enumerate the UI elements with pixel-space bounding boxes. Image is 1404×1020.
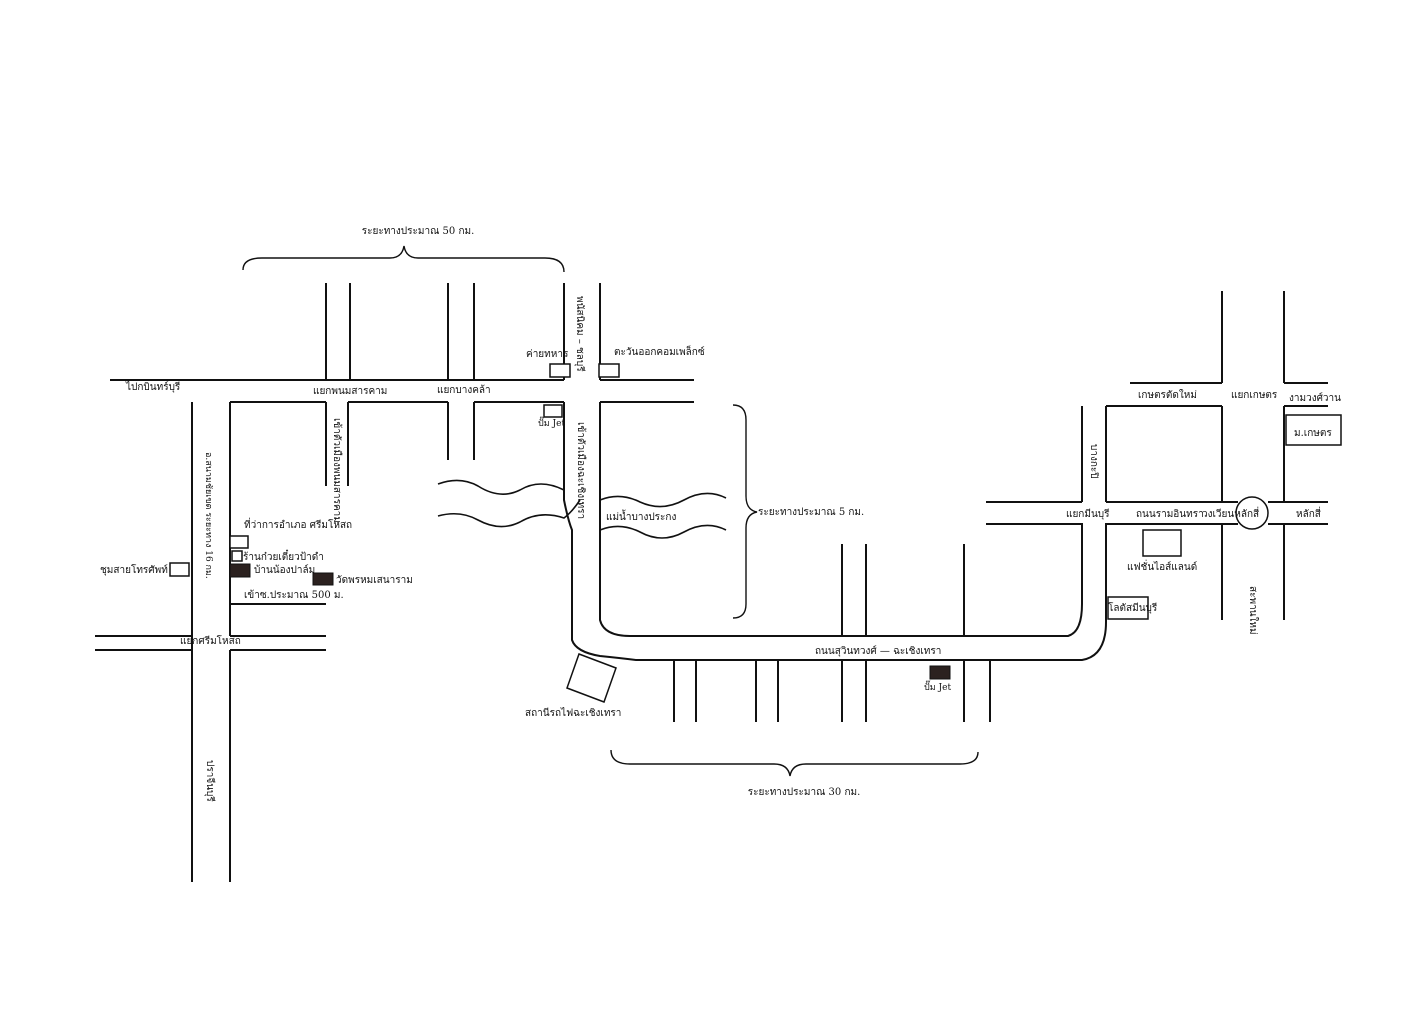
label-army-camp: ค่ายทหาร <box>526 349 569 360</box>
chum-sai-marker <box>169 562 190 577</box>
label-lotus-min-buri: โลตัสมีนบุรี <box>1108 601 1158 614</box>
label-kaset-tat-mai: เกษตรตัดใหม่ <box>1138 389 1197 401</box>
label-baan-nong-palm: บ้านน้องปาล์ม <box>254 564 315 576</box>
lak-si-circle-marker <box>1235 496 1269 530</box>
brace-30km <box>610 749 979 777</box>
bang-pakong-river <box>437 479 727 539</box>
label-si-mahosot-junction: แยกศรีมโหสถ <box>180 634 241 647</box>
jet-pump-2-marker <box>929 665 951 680</box>
label-bang-khla: แยกบางคล้า <box>437 384 491 396</box>
district-office-marker <box>229 535 249 549</box>
label-noodle-shop: ร้านก๋วยเตี๋ยวป้าดำ <box>243 549 324 563</box>
jet-pump-1-marker <box>543 404 563 418</box>
noodle-shop-marker <box>231 550 243 562</box>
label-bang-pakong-river: แม่น้ำบางประกง <box>606 509 676 523</box>
army-camp-marker <box>549 363 571 378</box>
brace-5km <box>732 404 758 619</box>
brace-50km <box>242 245 565 273</box>
label-prachinburi: ปราจีนบุรี <box>204 760 216 802</box>
roads-chachoengsao <box>563 402 991 722</box>
label-dist-50km: ระยะทางประมาณ 50 กม. <box>362 226 475 237</box>
label-sanam-chai-khet-road: อ.สนามชัยเขต ระยะทาง 16 กม. <box>203 452 213 579</box>
label-min-buri-junction: แยกมีนบุรี <box>1066 508 1110 520</box>
label-kasetsart-univ: ม.เกษตร <box>1294 428 1332 439</box>
label-tawan-ok-complex: ตะวันออกคอมเพล็กซ์ <box>614 344 705 358</box>
label-to-chachoengsao-city: เข้าตัวเมืองฉะเชิงเทรา <box>575 422 587 519</box>
label-kaset-junction: แยกเกษตร <box>1231 390 1278 401</box>
wat-phrom-marker <box>312 572 334 586</box>
label-dist-30km: ระยะทางประมาณ 30 กม. <box>748 787 861 798</box>
label-dist-5km: ระยะทางประมาณ 5 กม. <box>758 507 864 518</box>
label-train-station: สถานีรถไฟฉะเชิงเทรา <box>525 707 621 719</box>
label-jet-pump-1: ปั๊ม Jet <box>538 416 565 429</box>
label-district-office: ที่ว่าการอำเภอ ศรีมโหสถ <box>244 517 352 531</box>
kasetsart-univ-marker <box>1285 414 1342 446</box>
label-ngam-wong-wan: งามวงศ์วาน <box>1289 392 1341 404</box>
label-enter-soi: เข้าซ.ประมาณ 500 ม. <box>244 589 344 601</box>
train-station-marker <box>566 653 617 703</box>
label-lak-si-circle: วงเวียนหลักสี่ <box>1202 506 1259 520</box>
roads-west <box>95 283 694 882</box>
label-wat-phrom: วัดพรหมเสนาราม <box>336 575 413 586</box>
label-fashion-island: แฟชั่นไอส์แลนด์ <box>1127 559 1197 573</box>
label-to-prachinburi-road: ไปกบินทร์บุรี <box>125 381 181 393</box>
baan-nong-palm-marker <box>229 563 251 578</box>
label-phanom-sarakham-city: เข้าตัวเมืองพนมสารคาม <box>331 418 343 523</box>
tawan-ok-complex-marker <box>598 363 620 378</box>
label-suwinthawong-road: ถนนสุวินทวงศ์ — ฉะเชิงเทรา <box>815 645 941 657</box>
label-ram-inthra-road: ถนนรามอินทรา <box>1136 509 1204 520</box>
label-phanom-sarakham: แยกพนมสารคาม <box>313 386 387 397</box>
label-saphan-mai: สะพานใหม่ <box>1247 586 1259 635</box>
fashion-island-marker <box>1142 529 1182 557</box>
label-bang-kapi: บางกะปิ <box>1088 444 1099 479</box>
label-chum-sai: ชุมสายโทรศัพท์ <box>100 563 168 576</box>
roads-east <box>964 291 1328 661</box>
lotus-min-buri-marker <box>1107 596 1149 620</box>
label-phanat-nikhom-chonburi: พนัสนิคม – ชลบุรี <box>574 296 586 372</box>
label-lak-si: หลักสี่ <box>1296 506 1321 520</box>
label-jet-pump-2: ปั๊ม Jet <box>924 680 951 693</box>
